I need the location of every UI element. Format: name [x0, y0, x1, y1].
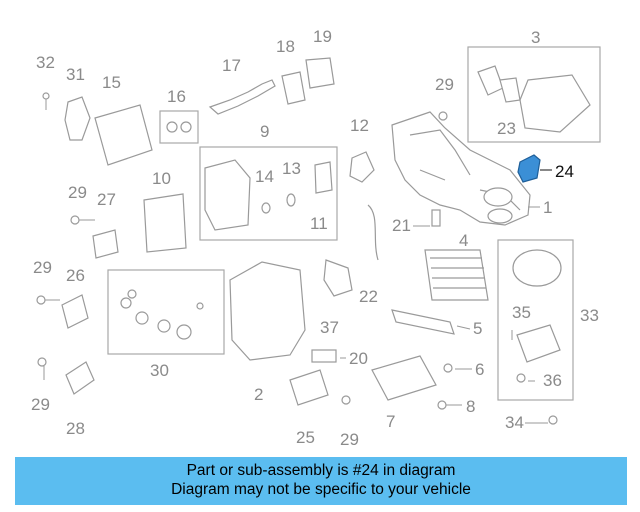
part-30-contents [120, 289, 204, 340]
bolt-part-6 [443, 363, 453, 373]
part-5 [391, 309, 455, 335]
callout-35: 35 [512, 303, 531, 322]
callout-25: 25 [296, 428, 315, 447]
callout-26: 26 [66, 266, 85, 285]
callout-13: 13 [282, 159, 301, 178]
part-12 [349, 151, 375, 183]
clip-part-16a [166, 121, 178, 133]
bolt-part-34 [548, 415, 558, 425]
filter-ribs [430, 257, 486, 289]
callout-30: 30 [150, 361, 169, 380]
part-20 [311, 349, 337, 363]
part-9-contents [204, 159, 333, 231]
callout-33: 33 [580, 306, 599, 325]
callout-8: 8 [466, 397, 475, 416]
callout-19: 19 [313, 27, 332, 46]
bolt-part-8 [437, 400, 447, 410]
part-7 [371, 355, 437, 401]
info-banner: Part or sub-assembly is #24 in diagram D… [15, 457, 627, 505]
hose-part-22 [367, 204, 379, 261]
banner-line-1: Part or sub-assembly is #24 in diagram [186, 462, 456, 479]
callout-1: 1 [543, 198, 552, 217]
callout-9: 9 [260, 122, 269, 141]
callout-16: 16 [167, 87, 186, 106]
bolt-29-top [438, 111, 448, 121]
callout-32: 32 [36, 53, 55, 72]
callout-29-top: 29 [435, 75, 454, 94]
clip-part-16b [180, 121, 192, 133]
callout-37: 37 [320, 318, 339, 337]
callout-10: 10 [152, 169, 171, 188]
left-parts [36, 92, 187, 395]
callout-36: 36 [543, 371, 562, 390]
housing-part-2 [229, 261, 306, 361]
callout-29-left-middle: 29 [33, 258, 52, 277]
part-3-assembly [477, 65, 591, 133]
pipe-parts [208, 57, 335, 115]
part-box-9 [199, 146, 338, 241]
highlighted-part-24 [517, 154, 541, 183]
heater-unit-part-1 [391, 111, 531, 226]
callout-4: 4 [459, 231, 468, 250]
callout-23: 23 [497, 119, 516, 138]
callout-11: 11 [310, 214, 328, 233]
callout-17: 17 [222, 56, 241, 75]
callout-34: 34 [505, 413, 524, 432]
callout-2: 2 [254, 385, 263, 404]
part-box-30 [107, 269, 225, 355]
part-33-contents [512, 249, 562, 383]
callout-24: 24 [555, 162, 574, 181]
callout-22: 22 [359, 287, 378, 306]
banner-line-2: Diagram may not be specific to your vehi… [171, 481, 471, 498]
callout-3: 3 [531, 28, 540, 47]
callout-5: 5 [473, 319, 482, 338]
callout-31: 31 [66, 65, 85, 84]
part-box-16 [159, 110, 199, 144]
part-25 [289, 369, 329, 406]
callout-14: 14 [255, 167, 274, 186]
parts-diagram: 1 2 3 4 5 6 7 8 9 10 11 12 13 14 15 16 1… [31, 27, 601, 449]
callout-12: 12 [350, 116, 369, 135]
callout-15: 15 [102, 73, 121, 92]
callout-18: 18 [276, 37, 295, 56]
actuator-part-37 [323, 259, 353, 297]
callout-29-left-upper: 29 [68, 183, 87, 202]
bolt-part-21 [431, 209, 441, 227]
callout-29-bottom: 29 [340, 430, 359, 449]
part-box-3 [467, 46, 601, 143]
callout-21: 21 [392, 216, 411, 235]
bolt-29 [341, 395, 351, 405]
callout-28: 28 [66, 419, 85, 438]
callout-7: 7 [386, 412, 395, 431]
callout-29-left-lower: 29 [31, 395, 50, 414]
callout-6: 6 [475, 360, 484, 379]
callout-20: 20 [349, 349, 368, 368]
part-box-33 [497, 239, 574, 401]
callout-27: 27 [97, 190, 116, 209]
